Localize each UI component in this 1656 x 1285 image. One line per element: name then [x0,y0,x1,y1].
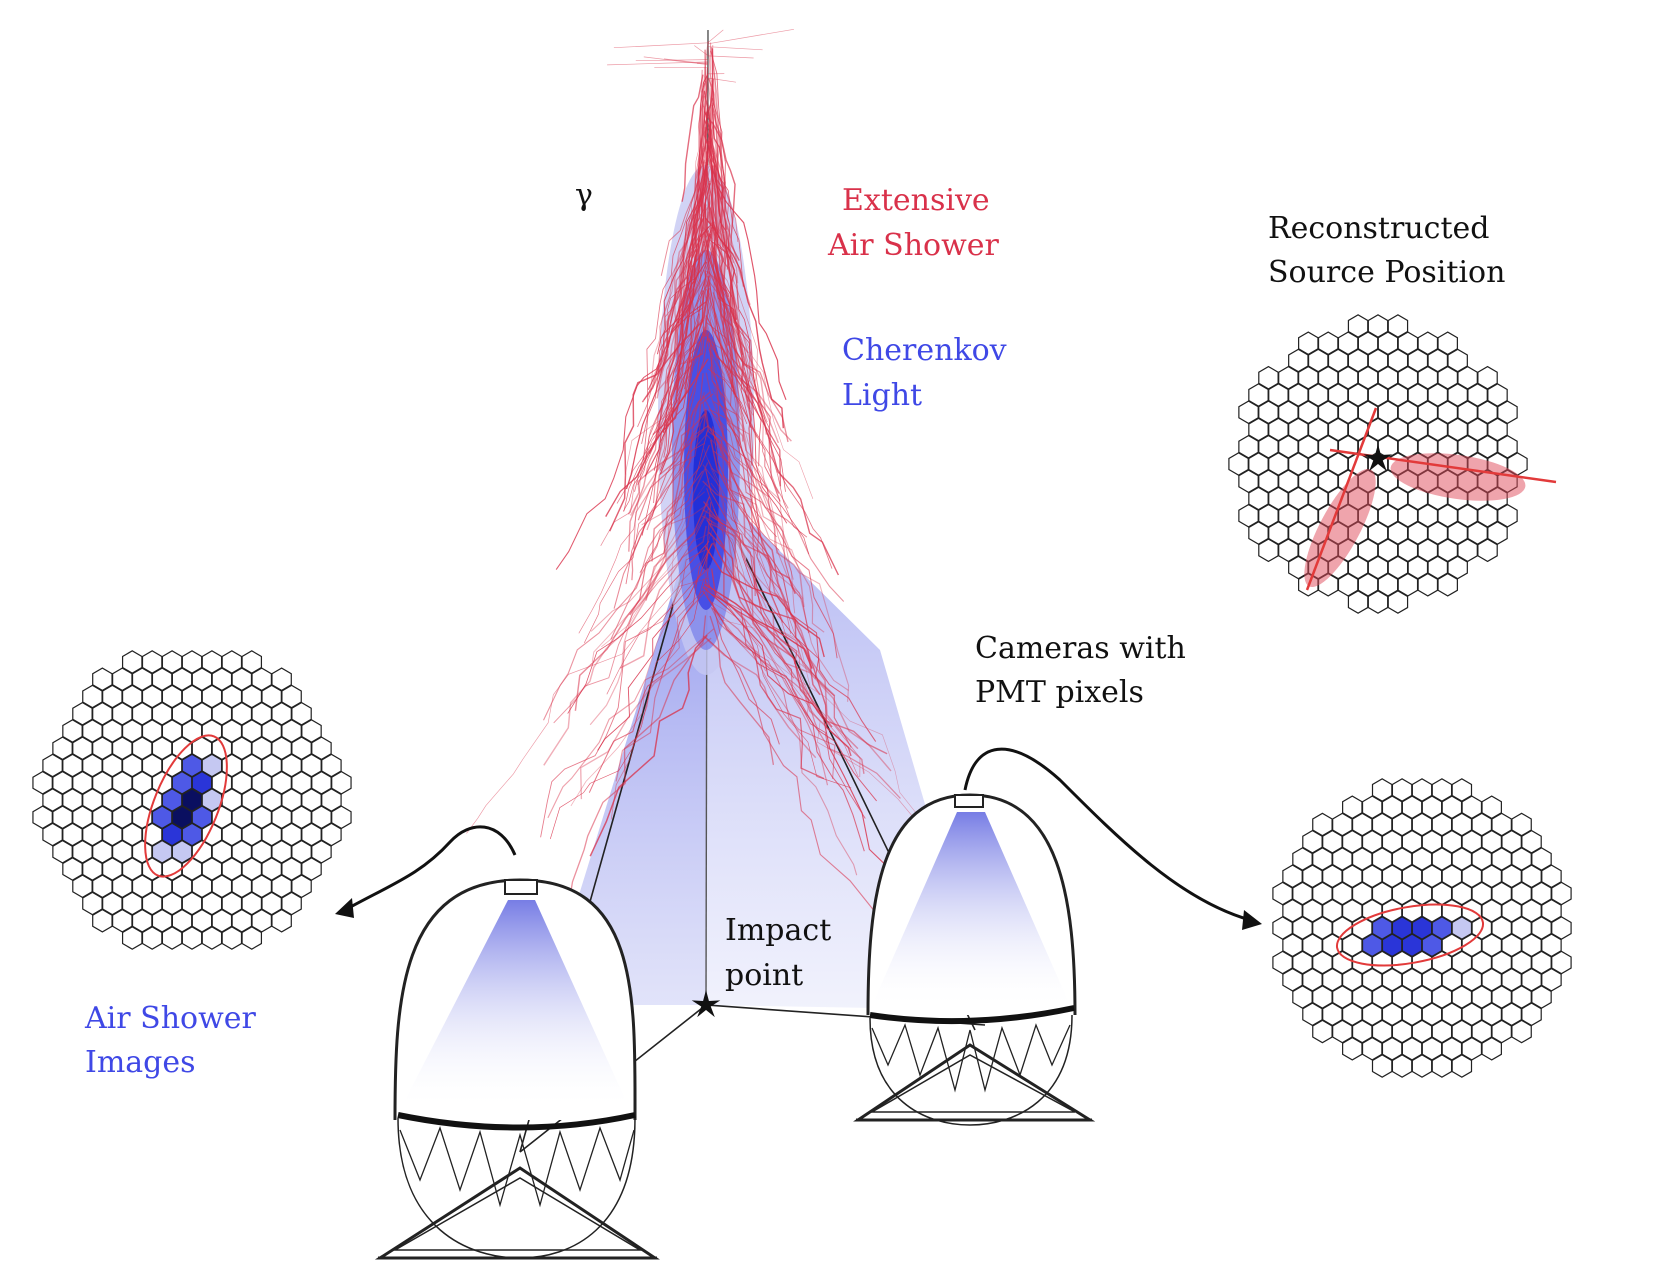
camera-image-right [1273,779,1571,1077]
particle-track [708,47,763,50]
pmt-pixel [1452,1055,1471,1077]
telescope-right [856,795,1092,1125]
pmt-pixel [1418,574,1437,596]
reconstructed-label-line2: Source Position [1268,255,1505,290]
images-label-line2: Images [85,1045,196,1080]
pmt-pixel [242,927,261,949]
telescope-left-frame [398,1118,635,1258]
pmt-pixel [222,927,241,949]
impact-label-line2: point [725,958,803,993]
pmt-pixel [202,927,221,949]
particle-track [614,43,708,48]
arrow-right-head [1242,910,1262,930]
pmt-pixel [272,910,291,932]
telescope-left [378,880,657,1258]
shower-label-line1: Extensive [842,183,990,218]
reconstructed-label-line1: Reconstructed [1268,211,1489,246]
cherenkov-label-line2: Light [842,378,922,413]
pmt-pixel [1348,591,1367,613]
telescope-left-mount-inner [395,1178,640,1250]
arrow-left-head [335,898,354,918]
pmt-pixel [1313,1020,1332,1042]
pmt-pixel [1259,539,1278,561]
pmt-pixel [1388,591,1407,613]
pmt-pixel [123,927,142,949]
cameras-label-line1: Cameras with [975,631,1186,666]
pmt-pixel [1512,1020,1531,1042]
pmt-pixel [1482,1038,1501,1060]
camera-reconstruction [1229,315,1556,613]
pmt-pixel [162,927,181,949]
particle-track [694,46,708,56]
pmt-pixel [93,910,112,932]
pmt-pixel [1438,574,1457,596]
cherenkov-label-line1: Cherenkov [842,333,1007,368]
pmt-pixel [1432,1055,1451,1077]
shower-label-line2: Air Shower [827,228,1000,263]
images-label-line1: Air Shower [84,1001,257,1036]
pmt-pixel [1412,1055,1431,1077]
pmt-pixel [182,927,201,949]
cameras-label-line2: PMT pixels [975,675,1144,710]
gamma-label: γ [575,178,593,213]
pmt-pixel [1373,1055,1392,1077]
telescope-right-mount-inner [872,1055,1075,1112]
telescope-right-truss [872,1025,1070,1090]
pmt-pixel [1343,1038,1362,1060]
telescope-left-camera [505,880,537,894]
telescope-right-camera [955,795,983,807]
pmt-pixel [1368,591,1387,613]
telescope-left-truss [400,1128,634,1205]
particle-track [708,30,723,43]
pmt-pixel [1478,539,1497,561]
pmt-pixel [143,927,162,949]
impact-label-line1: Impact [725,913,831,948]
pmt-pixel [1392,1055,1411,1077]
camera-image-left [33,651,351,949]
telescope-left-mount [380,1168,655,1258]
particle-track [708,56,754,58]
